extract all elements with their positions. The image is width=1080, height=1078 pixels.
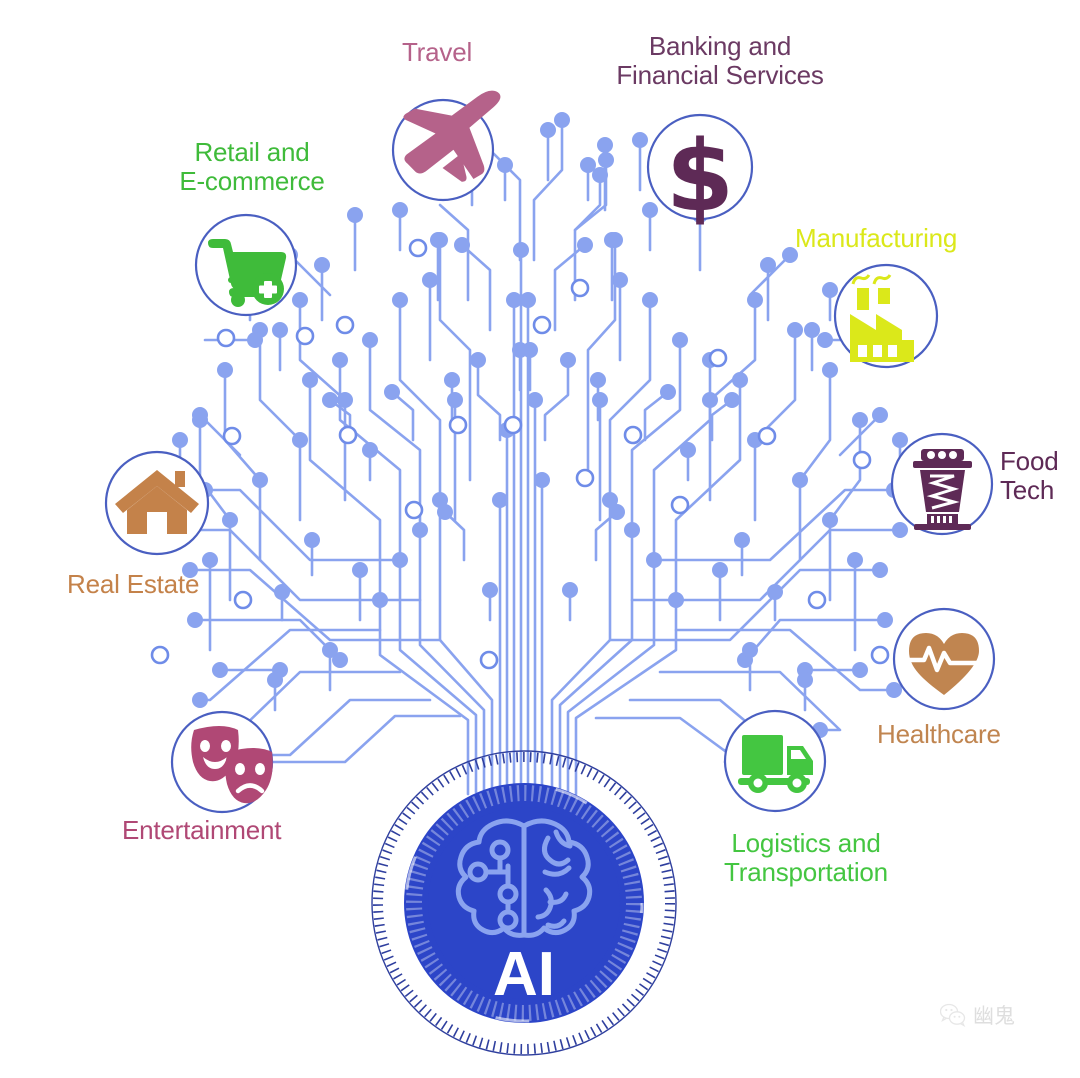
circuit-traces <box>158 118 902 797</box>
sector-circle-real-estate[interactable] <box>104 450 210 556</box>
sector-circle-food-tech[interactable] <box>890 432 994 536</box>
label-entertainment: Entertainment <box>122 815 282 845</box>
hub-label: AI <box>493 940 555 1009</box>
theatre-masks-icon <box>191 726 273 804</box>
sector-circle-healthcare[interactable] <box>892 607 996 711</box>
label-real-estate: Real Estate <box>67 569 200 599</box>
dollar-sign-icon: $ <box>666 120 734 234</box>
blender-icon <box>913 449 972 530</box>
watermark: 幽鬼 <box>940 1000 1015 1030</box>
sector-circle-manufacturing[interactable] <box>833 263 939 369</box>
label-travel: Travel <box>401 37 473 67</box>
svg-text:$: $ <box>666 120 734 234</box>
watermark-text: 幽鬼 <box>973 1004 1015 1028</box>
label-logistics-and-transportation: Logistics and Transportation <box>724 828 888 888</box>
label-banking-and-financial-services: Banking and Financial Services <box>616 31 824 91</box>
airplane-icon <box>403 90 501 182</box>
label-food-tech: Food Tech <box>1000 446 1059 506</box>
sector-circle-logistics[interactable] <box>723 709 827 813</box>
label-manufacturing: Manufacturing <box>795 223 958 253</box>
shopping-cart-plus-icon <box>208 239 287 307</box>
label-retail-and-e-commerce: Retail and E-commerce <box>179 137 325 197</box>
heart-pulse-icon <box>907 633 981 695</box>
delivery-truck-icon <box>738 735 813 793</box>
sector-circle-banking[interactable]: $ <box>646 113 754 234</box>
sector-circle-entertainment[interactable] <box>170 710 274 814</box>
hub-tick-ring-inner <box>406 785 642 1021</box>
hub-arc-highlight <box>404 783 644 1023</box>
hub-outer-ring <box>371 750 677 1056</box>
brain-circuit-icon <box>455 818 593 938</box>
sector-circle-travel[interactable] <box>391 82 523 202</box>
house-icon <box>115 470 199 534</box>
sector-circle-retail[interactable] <box>194 213 298 317</box>
label-healthcare: Healthcare <box>877 719 1001 749</box>
wechat-icon <box>940 1003 966 1027</box>
hub-tick-ring-outer <box>373 752 675 1054</box>
factory-icon <box>850 274 914 362</box>
circuit-hollow-nodes <box>150 238 890 670</box>
